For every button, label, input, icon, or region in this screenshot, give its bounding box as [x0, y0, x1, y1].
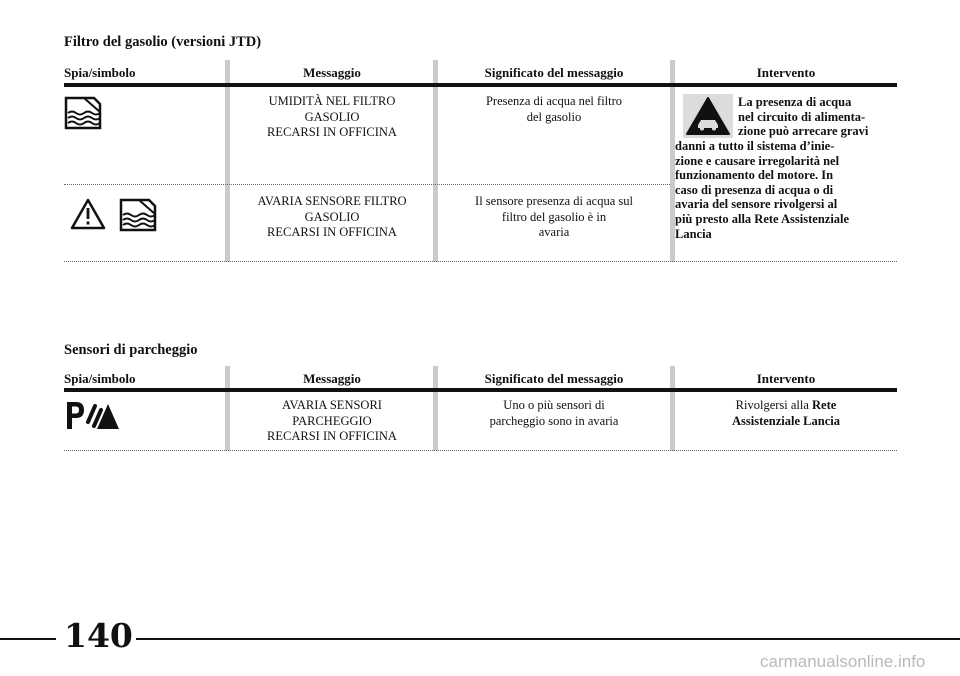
intervention-note-body: danni a tutto il sistema d’inie- zione e…	[675, 139, 896, 241]
column-separator	[670, 366, 675, 451]
row-divider	[64, 184, 670, 185]
header-symbol: Spia/simbolo	[64, 65, 136, 80]
header-intervention: Intervento	[756, 65, 816, 80]
car-warning-icon	[683, 94, 733, 138]
message-cell: AVARIA SENSORI PARCHEGGIO RECARSI IN OFF…	[231, 398, 433, 445]
header-rule	[64, 388, 897, 392]
meaning-line: parcheggio sono in avaria	[489, 413, 619, 428]
intervention-line: zione può arrecare gravi	[738, 124, 869, 139]
intervention-cell: Rivolgersi alla Rete Assistenziale Lanci…	[675, 398, 897, 429]
page-number: 140	[64, 616, 133, 655]
table-bottom-rule	[64, 261, 897, 262]
fuel-filter-water-icon	[119, 196, 159, 232]
header-message: Messaggio	[303, 65, 361, 80]
message-line: RECARSI IN OFFICINA	[267, 125, 397, 139]
intervention-line: Lancia	[675, 226, 712, 241]
intervention-line: danni a tutto il sistema d’inie-	[675, 139, 835, 153]
intervention-note-top: La presenza di acqua nel circuito di ali…	[738, 95, 896, 139]
meaning-line: del gasolio	[526, 109, 582, 124]
column-separator	[670, 60, 675, 262]
message-line: GASOLIO	[304, 109, 360, 124]
intervention-line: Rivolgersi alla Rete	[675, 398, 897, 414]
intervention-bold-line: Assistenziale Lancia	[732, 413, 840, 428]
meaning-cell: Uno o più sensori di parcheggio sono in …	[438, 398, 670, 429]
message-line: UMIDITÀ NEL FILTRO	[268, 94, 396, 108]
header-rule	[64, 83, 897, 87]
intervention-line: zione e causare irregolarità nel	[675, 153, 840, 168]
header-symbol: Spia/simbolo	[64, 371, 136, 386]
intervention-line: La presenza di acqua	[738, 95, 852, 109]
header-message: Messaggio	[303, 371, 361, 386]
intervention-line: più presto alla Rete Assistenziale	[675, 211, 850, 226]
fuel-filter-water-icon	[64, 94, 104, 130]
message-line: AVARIA SENSORI	[282, 398, 382, 412]
intervention-line: funzionamento del motore. In	[675, 168, 834, 183]
footer-rule-right	[136, 638, 960, 640]
footer-rule-left	[0, 638, 56, 640]
intervention-text: Rivolgersi alla	[735, 398, 813, 412]
intervention-line: nel circuito di alimenta-	[738, 109, 866, 124]
column-separator	[225, 366, 230, 451]
parking-sensor-icon	[64, 398, 120, 432]
watermark: carmanualsonline.info	[760, 652, 926, 671]
warning-triangle-icon	[70, 197, 106, 231]
meaning-line: Uno o più sensori di	[503, 398, 605, 412]
message-line: GASOLIO	[304, 209, 360, 224]
header-meaning: Significato del messaggio	[484, 65, 624, 80]
intervention-line: caso di presenza di acqua o di	[675, 182, 834, 197]
meaning-cell: Il sensore presenza di acqua sul filtro …	[438, 194, 670, 241]
column-separator	[433, 366, 438, 451]
column-separator	[433, 60, 438, 262]
header-intervention: Intervento	[756, 371, 816, 386]
message-line: RECARSI IN OFFICINA	[267, 225, 397, 239]
header-meaning: Significato del messaggio	[484, 371, 624, 386]
column-separator	[225, 60, 230, 262]
message-cell: AVARIA SENSORE FILTRO GASOLIO RECARSI IN…	[231, 194, 433, 241]
meaning-line: Presenza di acqua nel filtro	[485, 94, 623, 108]
message-line: AVARIA SENSORE FILTRO	[257, 194, 407, 208]
message-line: PARCHEGGIO	[292, 413, 372, 428]
intervention-bold-text: Rete	[812, 398, 837, 412]
section-title-fuel-filter: Filtro del gasolio (versioni JTD)	[64, 34, 262, 50]
meaning-cell: Presenza di acqua nel filtro del gasolio	[438, 94, 670, 125]
meaning-line: avaria	[538, 225, 570, 239]
table-bottom-rule	[64, 450, 897, 451]
meaning-line: filtro del gasolio è in	[501, 209, 607, 224]
section-title-parking-sensors: Sensori di parcheggio	[64, 342, 198, 358]
message-cell: UMIDITÀ NEL FILTRO GASOLIO RECARSI IN OF…	[231, 94, 433, 141]
message-line: RECARSI IN OFFICINA	[267, 429, 397, 443]
intervention-line: avaria del sensore rivolgersi al	[675, 197, 838, 212]
meaning-line: Il sensore presenza di acqua sul	[475, 194, 633, 208]
